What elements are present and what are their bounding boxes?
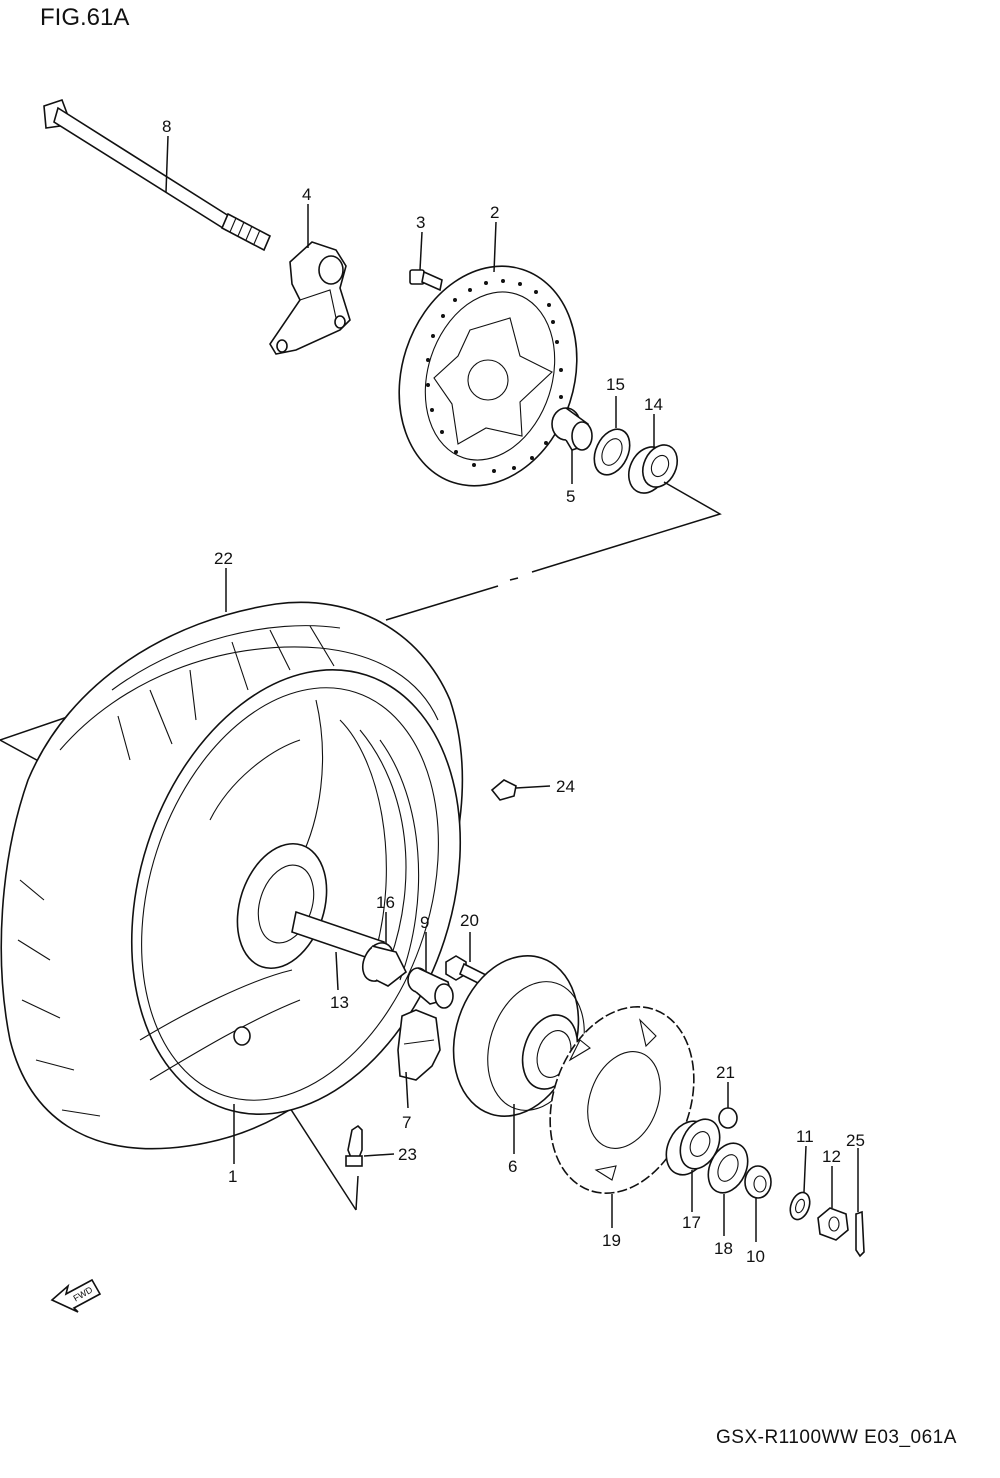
brake-disc-part — [398, 265, 578, 487]
tire-valve-part — [345, 1124, 363, 1167]
wheel-bearing-part — [361, 942, 408, 987]
callout-12: 12 — [822, 1147, 841, 1166]
washer-part — [789, 1191, 811, 1221]
callout-17: 17 — [682, 1213, 701, 1232]
callout-20: 20 — [460, 911, 479, 930]
fwd-arrow-icon: FWD — [50, 1278, 102, 1313]
figure-code: GSX-R1100WW E03_061A — [716, 1427, 957, 1448]
callout-16: 16 — [376, 893, 395, 912]
callout-10: 10 — [746, 1247, 765, 1266]
callout-23: 23 — [398, 1145, 417, 1164]
wheel-rim-part — [130, 669, 462, 1115]
figure-title: FIG.61A — [40, 4, 130, 31]
callout-3: 3 — [416, 213, 425, 232]
collar-part — [407, 967, 454, 1009]
sprocket-bolt-part — [445, 955, 490, 988]
callout-2: 2 — [490, 203, 499, 222]
callout-5: 5 — [566, 487, 575, 506]
callout-15: 15 — [606, 375, 625, 394]
callout-9: 9 — [420, 913, 429, 932]
axle-part — [43, 98, 272, 252]
spacer-part — [551, 407, 593, 451]
callout-18: 18 — [714, 1239, 733, 1258]
sprocket-nut-part — [718, 1107, 738, 1129]
oil-seal-part — [593, 428, 631, 476]
callout-labels: 1 2 3 4 5 6 7 8 9 10 11 12 13 14 15 16 1… — [162, 117, 865, 1266]
damper-part — [397, 1009, 441, 1081]
bearing-part — [627, 444, 679, 494]
hub-spacer-part — [744, 1165, 772, 1199]
callout-4: 4 — [302, 185, 311, 204]
callout-1: 1 — [228, 1167, 237, 1186]
disc-bolt-part — [409, 269, 443, 292]
callout-7: 7 — [402, 1113, 411, 1132]
cotter-pin-part — [855, 1210, 865, 1258]
callout-11: 11 — [796, 1127, 814, 1146]
callout-22: 22 — [214, 549, 233, 568]
axle-nut-part — [817, 1207, 849, 1241]
balance-weight-part — [490, 779, 517, 801]
callout-13: 13 — [330, 993, 349, 1012]
caliper-bracket-part — [269, 241, 351, 355]
callout-25: 25 — [846, 1131, 865, 1150]
sprocket-hub-part — [452, 955, 585, 1117]
leader-lines — [165, 135, 859, 1242]
callout-21: 21 — [716, 1063, 735, 1082]
callout-6: 6 — [508, 1157, 517, 1176]
callout-8: 8 — [162, 117, 171, 136]
callout-14: 14 — [644, 395, 663, 414]
callout-19: 19 — [602, 1231, 621, 1250]
hub-seal-part — [707, 1142, 749, 1194]
callout-24: 24 — [556, 777, 575, 796]
hub-bearing-part — [665, 1118, 721, 1176]
